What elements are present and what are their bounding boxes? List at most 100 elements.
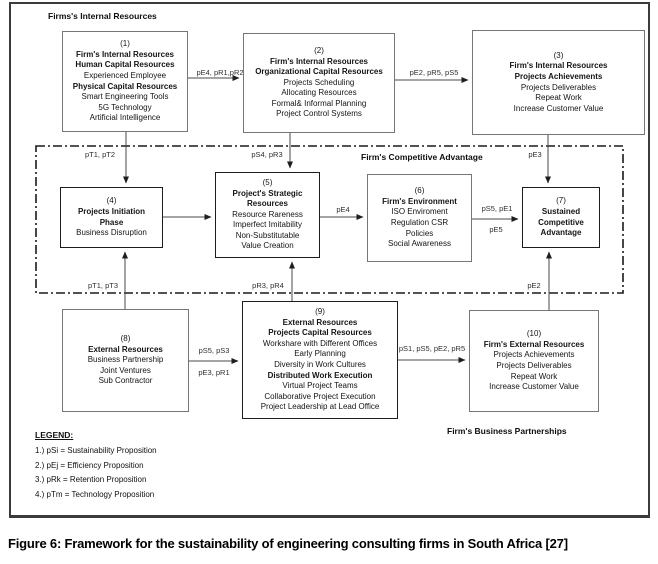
box-number: (10) (526, 329, 542, 339)
arrow-label-box1-box4: pT1, pT2 (84, 150, 116, 159)
box-line: Advantage (540, 228, 582, 238)
box-line: Workshare with Different Offices (262, 338, 378, 348)
box-7-sustained-competitive-advantage: (7) Sustained Competitive Advantage (522, 187, 600, 248)
legend-item: 3.) pRk = Retention Proposition (35, 475, 147, 484)
legend: LEGEND: 1.) pSi = Sustainability Proposi… (35, 430, 157, 504)
arrow-label-box8-box4: pT1, pT3 (87, 281, 119, 290)
box-line: Projects Achievements (514, 71, 603, 81)
box-line: Regulation CSR (390, 218, 449, 227)
box-line: Repeat Work (535, 93, 582, 103)
box-line: Firm's Internal Resources (509, 61, 608, 71)
box-line: Social Awareness (388, 239, 451, 249)
box-9-projects-capital-resources: (9) External Resources Projects Capital … (242, 301, 398, 419)
diagram-outer-border (9, 2, 650, 518)
arrow-label-box10-box7: pE2 (527, 281, 541, 290)
competitive-advantage-dashed-boundary (35, 145, 624, 294)
legend-item: 4.) pTm = Technology Proposition (35, 489, 155, 499)
box-line: Resource Rareness (232, 209, 303, 219)
box-line: Competitive (538, 217, 584, 227)
box-line: Project Leadership at Lead Office (260, 402, 380, 412)
box-line: Non-Substitutable (235, 230, 300, 240)
box-line: External Resources (282, 317, 358, 327)
box-number: (6) (414, 186, 425, 196)
box-line: ISO Enviroment (391, 207, 448, 217)
box-line: Joint Ventures (100, 365, 151, 375)
box-line: Projects Capital Resources (268, 328, 372, 338)
box-line: Business Disruption (76, 228, 147, 238)
region-label-business-partnerships: Firm's Business Partnerships (447, 426, 567, 436)
box-4-projects-initiation-phase: (4) Projects Initiation Phase Business D… (60, 187, 163, 248)
arrow-label-box3-box7: pE3 (528, 150, 542, 159)
arrow-label-box6-box7-bottom: pE5 (489, 225, 503, 234)
box-line: Physical Capital Resources (72, 81, 178, 91)
box-line: Virtual Project Teams (282, 381, 358, 391)
box-10-firms-external-resources: (10) Firm's External Resources Projects … (469, 310, 599, 412)
box-number: (1) (120, 39, 130, 49)
box-2-organizational-capital-resources: (2) Firm's Internal Resources Organizati… (243, 33, 395, 133)
box-line: Experienced Employee (83, 70, 167, 80)
box-line: Project's Strategic (232, 188, 303, 198)
box-line: 5G Technology (98, 102, 152, 112)
box-line: Firm's Environment (382, 196, 457, 206)
box-line: Imperfect Imitability (233, 220, 302, 230)
box-line: Increase Customer Value (513, 103, 604, 113)
box-line: Allocating Resources (281, 88, 357, 98)
box-6-firms-environment: (6) Firm's Environment ISO Enviroment Re… (367, 174, 472, 262)
box-line: Sustained (541, 206, 581, 216)
box-line: Project Control Systems (276, 109, 362, 119)
arrow-label-box2-box5: pS4, pR3 (251, 150, 283, 159)
arrow-label-box8-box9-top: pS5, pS3 (198, 346, 230, 355)
box-number: (9) (315, 307, 325, 317)
box-line: Collaborative Project Execution (264, 391, 376, 401)
box-line: Value Creation (241, 241, 294, 251)
arrow-label-box9-box5: pR3, pR4 (252, 281, 284, 290)
box-line: Projects Scheduling (283, 77, 355, 87)
box-line: Projects Achievements (493, 350, 575, 360)
figure-caption: Figure 6: Framework for the sustainabili… (8, 536, 568, 551)
arrow-label-box8-box9-bottom: pE3, pR1 (198, 368, 230, 377)
box-line: Distributed Work Execution (267, 370, 373, 380)
region-label-internal-resources: Firms's Internal Resources (48, 11, 157, 21)
box-line: Increase Customer Value (489, 382, 579, 392)
box-number: (2) (314, 45, 324, 55)
box-line: Artificial Intelligence (89, 113, 161, 123)
box-line: Firm's External Resources (483, 339, 585, 349)
legend-item: 1.) pSi = Sustainability Proposition (35, 446, 157, 455)
box-line: Firm's Internal Resources (76, 49, 174, 59)
arrow-label-box6-box7-top: pS5, pE1 (481, 204, 513, 213)
box-line: Organizational Capital Resources (255, 67, 383, 77)
arrow-label-box9-box10: pS1, pS5, pE2, pR5 (398, 344, 466, 353)
box-line: Firm's Internal Resources (270, 56, 368, 66)
box-number: (5) (262, 177, 273, 187)
box-line: Human Capital Resources (75, 60, 175, 70)
box-line: Projects Deliverables (496, 361, 572, 370)
box-number: (7) (556, 196, 566, 206)
legend-item: 2.) pEj = Efficiency Proposition (35, 460, 144, 470)
box-3-projects-achievements: (3) Firm's Internal Resources Projects A… (472, 30, 645, 135)
arrow-label-box5-box6: pE4 (336, 205, 350, 214)
box-line: Business Partnership (87, 355, 164, 365)
box-line: Repeat Work (510, 371, 558, 381)
legend-title: LEGEND: (35, 430, 74, 440)
box-line: Diversity in Work Cultures (274, 360, 366, 369)
box-line: External Resources (88, 344, 163, 354)
box-line: Phase (99, 217, 124, 227)
box-line: Projects Initiation (77, 206, 146, 216)
box-8-external-resources: (8) External Resources Business Partners… (62, 309, 189, 412)
box-number: (4) (106, 196, 117, 206)
arrow-label-box2-box3: pE2, pR5, pS5 (409, 68, 459, 77)
box-number: (8) (120, 334, 131, 344)
box-line: Policies (405, 228, 434, 238)
box-5-projects-strategic-resources: (5) Project's Strategic Resources Resour… (215, 172, 320, 258)
box-line: Smart Engineering Tools (81, 92, 169, 102)
box-number: (3) (553, 50, 564, 60)
box-line: Sub Contractor (98, 376, 153, 386)
box-line: Formal& Informal Planning (271, 98, 367, 108)
region-label-competitive-advantage: Firm's Competitive Advantage (361, 152, 483, 162)
box-line: Resources (247, 199, 288, 209)
arrow-label-box1-box2: pE4, pR1,pR2 (196, 68, 244, 77)
box-1-firms-internal-resources: (1) Firm's Internal Resources Human Capi… (62, 31, 188, 132)
box-line: Projects Deliverables (520, 82, 597, 92)
